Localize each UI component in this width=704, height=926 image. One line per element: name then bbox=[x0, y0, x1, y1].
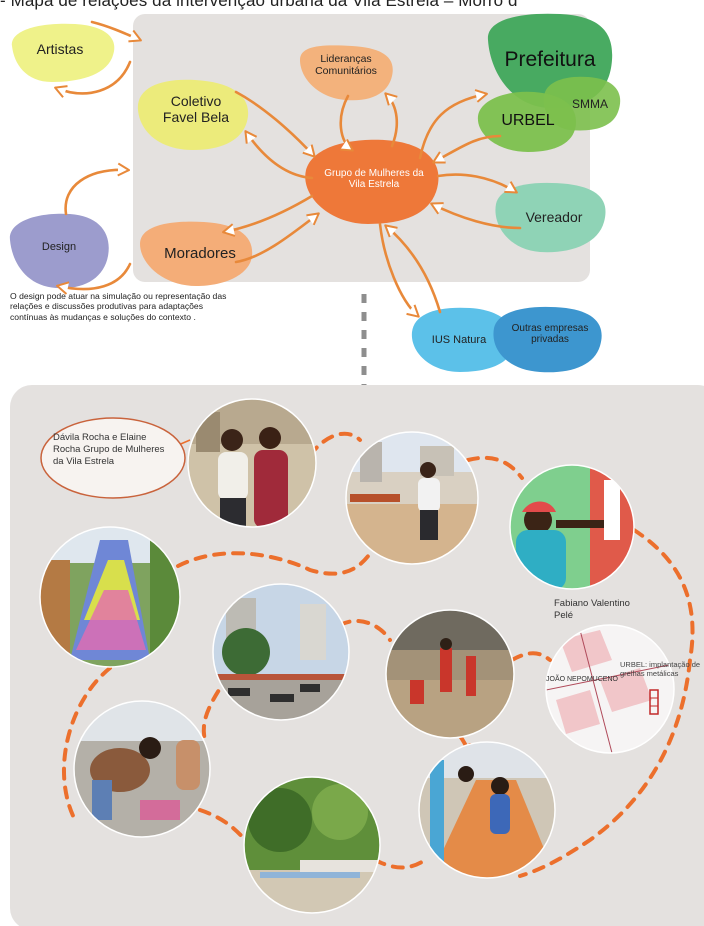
blob-design bbox=[9, 213, 109, 289]
caption-fabiano: Fabiano Valentino Pelé bbox=[554, 598, 630, 621]
blob-center bbox=[305, 139, 439, 224]
design-note: O design pode atuar na simulação ou repr… bbox=[10, 291, 227, 322]
node-ius: IUS Natura bbox=[431, 334, 487, 346]
photo-garden bbox=[244, 777, 380, 913]
blob-moradores bbox=[140, 221, 253, 286]
blob-liderancas bbox=[300, 45, 393, 101]
center-node: Grupo de Mulheres da Vila Estrela bbox=[324, 168, 424, 191]
blob-urbel bbox=[477, 91, 576, 152]
urbel-map-label: URBEL: implantação de grelhas metálicas bbox=[620, 660, 701, 679]
blob-coletivo bbox=[137, 79, 249, 150]
photo-workers bbox=[386, 610, 514, 738]
photo-painter bbox=[510, 465, 634, 589]
street-label: JOÃO NEPOMUCENO bbox=[546, 676, 618, 683]
blob-ius bbox=[411, 307, 515, 372]
node-urbel: URBEL bbox=[501, 112, 555, 129]
node-prefeitura: Prefeitura bbox=[504, 48, 596, 71]
photo-construction-site bbox=[346, 432, 478, 564]
node-coletivo: Coletivo Favel Bela bbox=[162, 93, 230, 125]
node-moradores: Moradores bbox=[164, 245, 236, 262]
node-vereador: Vereador bbox=[525, 209, 583, 225]
blob-vereador bbox=[495, 182, 606, 253]
node-smma: SMMA bbox=[572, 97, 608, 111]
node-design: Design bbox=[41, 241, 77, 253]
node-liderancas: Lideranças Comunitários bbox=[315, 53, 377, 77]
page-title: - Mapa de relações da intervenção urbana… bbox=[0, 0, 518, 10]
photo-stairs-work bbox=[419, 742, 555, 878]
photo-urbel-map bbox=[546, 625, 674, 753]
blob-outras bbox=[493, 306, 602, 373]
photo-plaza bbox=[213, 584, 349, 720]
blob-artistas bbox=[11, 23, 115, 83]
photo-davila-elaine bbox=[188, 399, 316, 527]
caption-davila-elaine: Dávila Rocha e Elaine Rocha Grupo de Mul… bbox=[53, 432, 165, 467]
photo-colorful-stairs bbox=[40, 527, 180, 667]
node-outras: Outras empresas privadas bbox=[511, 323, 589, 346]
caption-bubble bbox=[40, 417, 186, 499]
photo-kids bbox=[74, 701, 210, 837]
node-artistas: Artistas bbox=[36, 41, 84, 57]
